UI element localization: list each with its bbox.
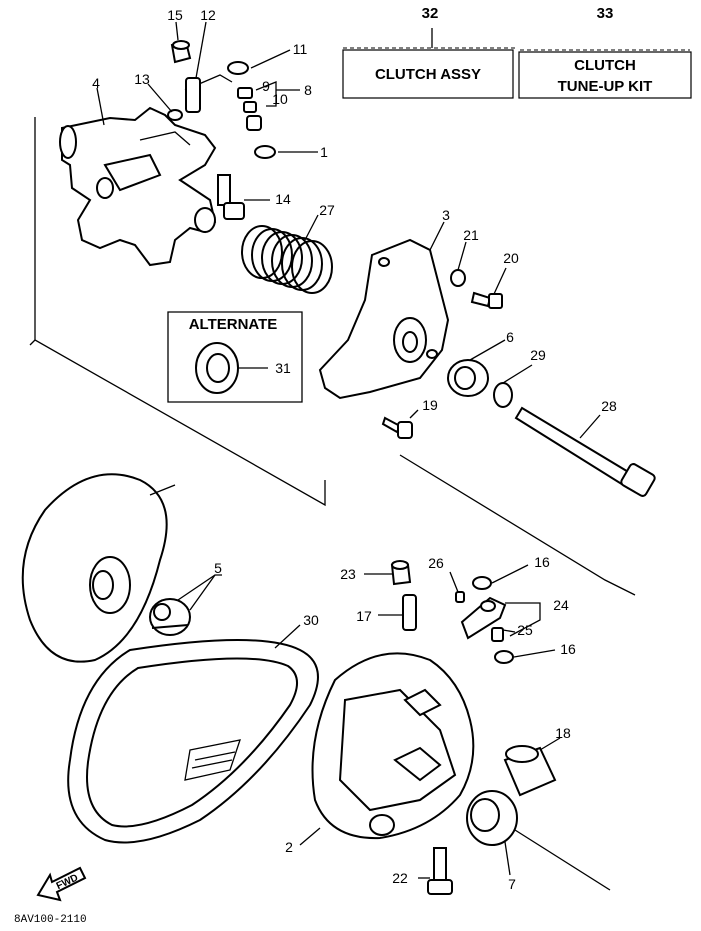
sleeve-part-18: [503, 745, 557, 797]
callout-25: 25: [517, 622, 533, 638]
bolt-part-19: [381, 416, 413, 439]
bolt-part-20: [470, 291, 503, 309]
callout-3: 3: [442, 207, 450, 223]
washer-part-16-upper: [472, 576, 492, 590]
pin-part-26: [455, 591, 465, 603]
weight-arm-part-24: [460, 596, 507, 640]
spider-part-4: [59, 106, 217, 267]
callout-18: 18: [555, 725, 571, 741]
frame-lines: [29, 47, 690, 891]
pin-part-12: [185, 77, 201, 113]
callout-26: 26: [428, 555, 444, 571]
callout-20: 20: [503, 250, 519, 266]
alternate-label: ALTERNATE: [189, 316, 278, 333]
callout-31: 31: [275, 360, 291, 376]
callout-19: 19: [422, 397, 438, 413]
callout-7: 7: [508, 876, 516, 892]
kit-box-33: 33 CLUTCH TUNE-UP KIT: [518, 5, 692, 99]
washer-part-1: [254, 145, 276, 159]
bolt-part-28: [514, 406, 656, 497]
callout-5: 5: [214, 560, 222, 576]
washer-part-11: [227, 61, 249, 75]
callout-16-lower: 16: [560, 641, 576, 657]
callout-4: 4: [92, 75, 100, 91]
callout-2: 2: [285, 839, 293, 855]
roller-part-9: [237, 87, 253, 99]
callout-12: 12: [200, 7, 216, 23]
kit-label-line-2: TUNE-UP KIT: [558, 78, 653, 95]
callout-24: 24: [553, 597, 569, 613]
washer-part-16-lower: [494, 650, 514, 664]
pin-part-17: [402, 594, 417, 631]
callout-numbers: 15 12 13 4 11 9 10 8 1 14 27 3 21 20 6 2…: [92, 7, 617, 892]
callout-1: 1: [320, 144, 328, 160]
kit-number: 33: [597, 5, 614, 22]
bushing-part-7: [466, 790, 518, 846]
callout-9: 9: [262, 78, 270, 94]
callout-15: 15: [167, 7, 183, 23]
roller-part-10: [243, 101, 262, 131]
callout-8: 8: [304, 82, 312, 98]
drive-belt-part-30: [67, 639, 319, 844]
cap-part-15: [170, 40, 192, 64]
callout-29: 29: [530, 347, 546, 363]
kit-number: 32: [422, 5, 439, 22]
reference-code: 8AV100-2110: [14, 914, 87, 926]
callout-17: 17: [356, 608, 372, 624]
callout-14: 14: [275, 191, 291, 207]
washer-part-21: [450, 269, 466, 287]
spring-part-27: [241, 225, 333, 294]
callout-22: 22: [392, 870, 408, 886]
pin-part-13: [167, 109, 183, 121]
bushing-part-6: [447, 359, 489, 397]
movable-sheave-part-2: [311, 652, 475, 840]
kit-box-32: 32 CLUTCH ASSY: [342, 5, 514, 99]
callout-28: 28: [601, 398, 617, 414]
sheave-disc: [21, 473, 176, 663]
bolt-part-22: [427, 847, 453, 895]
callout-6: 6: [506, 329, 514, 345]
cap-part-23: [390, 560, 412, 586]
callout-11: 11: [293, 41, 308, 57]
cover-part-3: [318, 238, 450, 400]
slider-button-part-5: [149, 598, 191, 636]
kit-label: CLUTCH ASSY: [375, 66, 481, 83]
callout-13: 13: [134, 71, 150, 87]
callout-23: 23: [340, 566, 356, 582]
kit-label-line-1: CLUTCH: [574, 57, 636, 74]
callout-10: 10: [272, 91, 288, 107]
leader-lines: [96, 21, 601, 879]
washer-part-29: [493, 382, 513, 408]
alternate-box: ALTERNATE: [167, 311, 303, 403]
callout-30: 30: [303, 612, 319, 628]
callout-27: 27: [319, 202, 335, 218]
fwd-arrow-icon: FWD: [36, 866, 87, 902]
roller-part-25: [491, 627, 504, 642]
fwd-label: FWD: [55, 872, 80, 892]
callout-21: 21: [463, 227, 479, 243]
callout-16-upper: 16: [534, 554, 550, 570]
bolt-part-14: [217, 174, 245, 220]
